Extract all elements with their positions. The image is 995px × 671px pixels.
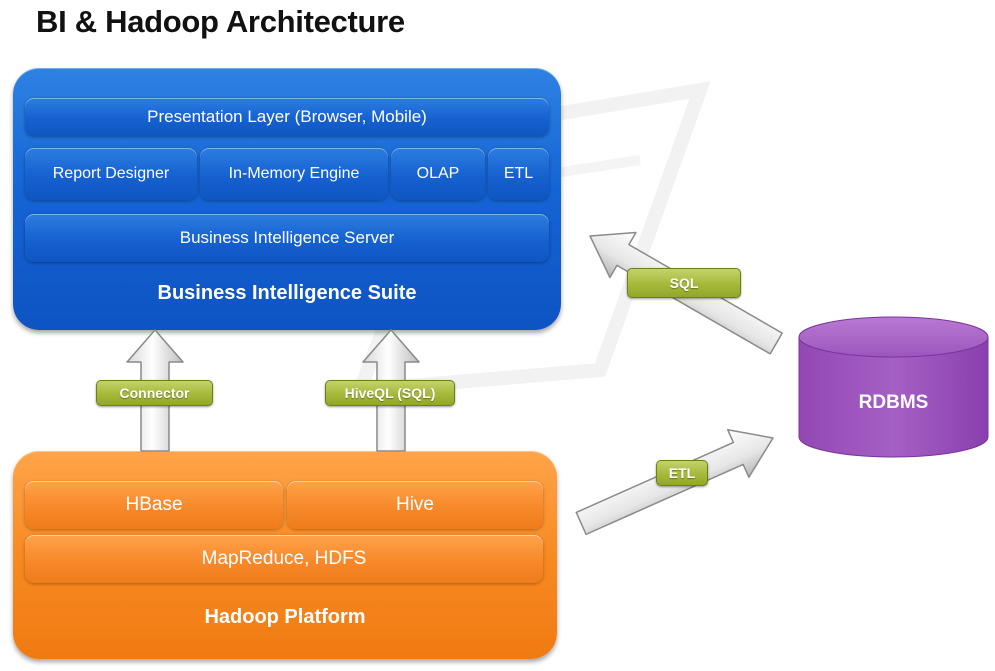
bi-server: Business Intelligence Server: [25, 214, 549, 262]
component-hive: Hive: [287, 481, 543, 529]
etl-label: ETL: [656, 460, 708, 486]
module-label: In-Memory Engine: [228, 165, 360, 182]
rdbms-cylinder: [798, 316, 989, 458]
module-label: OLAP: [416, 165, 460, 182]
module-olap: OLAP: [391, 148, 485, 200]
module-etl: ETL: [488, 148, 549, 200]
presentation-layer-label: Presentation Layer (Browser, Mobile): [147, 107, 427, 126]
hiveql-label: HiveQL (SQL): [325, 380, 455, 406]
bi-suite-box: Presentation Layer (Browser, Mobile) Rep…: [13, 68, 561, 330]
module-label: ETL: [503, 165, 534, 182]
component-label: HBase: [125, 494, 183, 515]
rdbms-label: RDBMS: [858, 392, 929, 413]
hadoop-platform-box: HBase Hive MapReduce, HDFS Hadoop Platfo…: [13, 451, 557, 659]
module-report-designer: Report Designer: [25, 148, 197, 200]
component-hbase: HBase: [25, 481, 283, 529]
presentation-layer: Presentation Layer (Browser, Mobile): [25, 98, 549, 136]
module-in-memory-engine: In-Memory Engine: [200, 148, 388, 200]
page-title: BI & Hadoop Architecture: [36, 4, 405, 39]
hadoop-platform-label: Hadoop Platform: [204, 606, 366, 628]
mapreduce-hdfs: MapReduce, HDFS: [25, 535, 543, 583]
sql-label: SQL: [627, 268, 741, 298]
component-label: Hive: [395, 494, 434, 515]
bi-server-label: Business Intelligence Server: [179, 228, 395, 247]
connector-label: Connector: [96, 380, 213, 406]
module-label: Report Designer: [52, 165, 170, 182]
bi-suite-label: Business Intelligence Suite: [157, 282, 417, 304]
mapreduce-hdfs-label: MapReduce, HDFS: [201, 548, 367, 569]
